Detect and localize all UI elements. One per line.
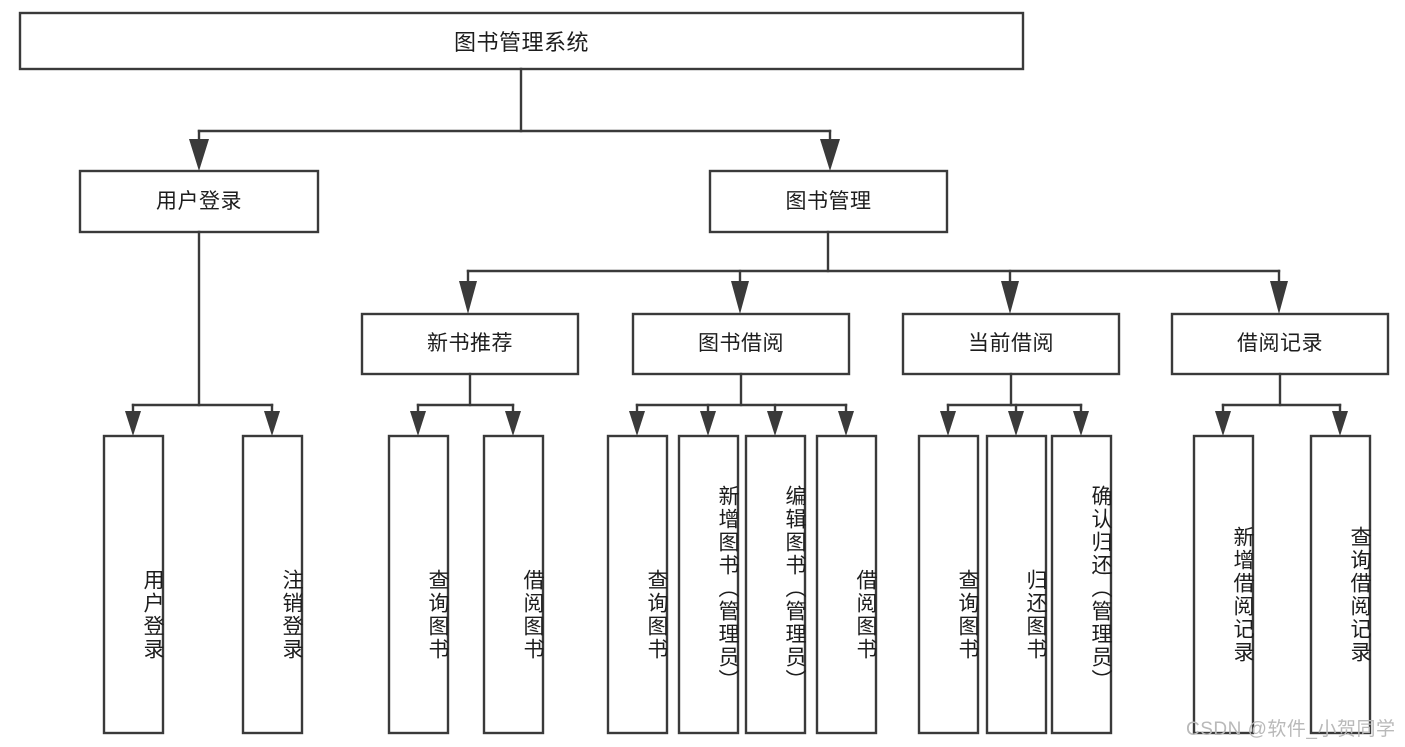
edge-bookborrow-to-leaves: [629, 372, 854, 436]
box-leaf-edit-book[interactable]: [744, 434, 807, 735]
box-book-borrow[interactable]: [631, 312, 851, 376]
box-user-login[interactable]: [78, 169, 320, 234]
box-leaf-query-record[interactable]: [1309, 434, 1372, 735]
edge-root-to-level1: [189, 67, 840, 171]
edge-borrowrecord-to-leaves: [1215, 372, 1348, 436]
box-leaf-borrow-book-b[interactable]: [815, 434, 878, 735]
edge-newbookrec-to-leaves: [410, 372, 521, 436]
box-leaf-add-book[interactable]: [677, 434, 740, 735]
box-leaf-borrow-book-a[interactable]: [482, 434, 545, 735]
box-leaf-add-record[interactable]: [1192, 434, 1255, 735]
box-root[interactable]: [18, 11, 1025, 71]
box-leaf-query-book-b[interactable]: [606, 434, 669, 735]
edge-currentborrow-to-leaves: [940, 372, 1089, 436]
box-leaf-confirm-return[interactable]: [1050, 434, 1113, 735]
edge-userlogin-to-leaves: [125, 230, 280, 436]
csdn-watermark: CSDN @软件_小贺同学: [1186, 719, 1396, 740]
box-borrow-record[interactable]: [1170, 312, 1390, 376]
box-leaf-logout[interactable]: [241, 434, 304, 735]
box-book-manage[interactable]: [708, 169, 949, 234]
box-current-borrow[interactable]: [901, 312, 1121, 376]
box-new-book-rec[interactable]: [360, 312, 580, 376]
box-leaf-user-login[interactable]: [102, 434, 165, 735]
box-leaf-query-book-a[interactable]: [387, 434, 450, 735]
box-leaf-return-book[interactable]: [985, 434, 1048, 735]
box-leaf-query-book-c[interactable]: [917, 434, 980, 735]
edge-bookmanage-to-level2: [459, 230, 1288, 314]
